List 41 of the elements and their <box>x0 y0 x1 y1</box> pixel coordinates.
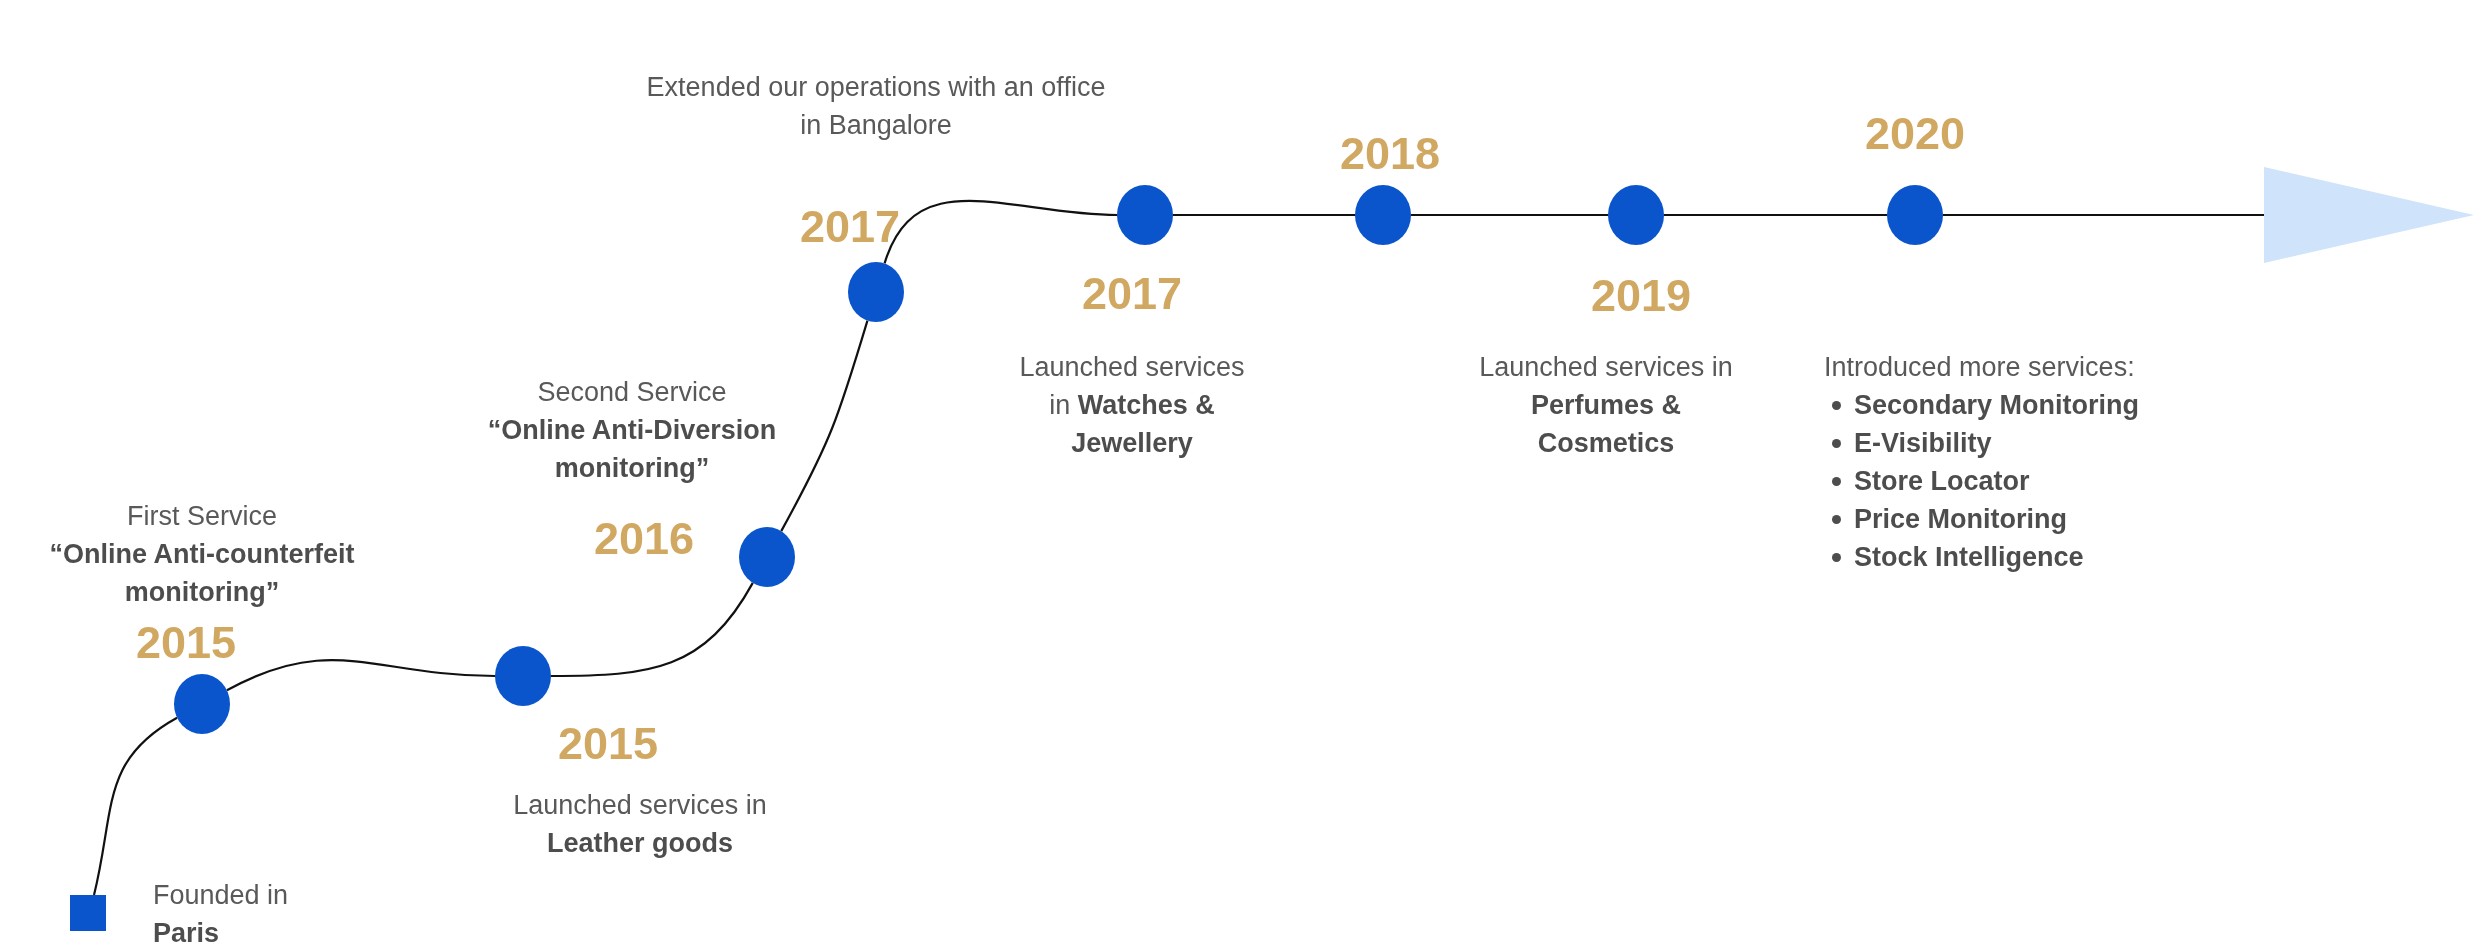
year-label: 2015 <box>556 720 660 768</box>
milestone-text: Extended our operations with an office in Bangalore <box>645 71 1107 142</box>
timeline-line <box>883 199 1118 264</box>
year-label: 2017 <box>1080 270 1184 318</box>
service-list-item: Price Monitoring <box>1854 503 2067 536</box>
milestone-dot <box>1117 185 1173 245</box>
milestone-dot <box>848 262 904 322</box>
timeline-line <box>1411 213 1608 217</box>
milestone-text: “Online Anti-Diversion monitoring” <box>486 414 778 485</box>
service-list-item: Secondary Monitoring <box>1854 389 2140 422</box>
timeline-arrow <box>1943 167 2474 263</box>
timeline-line <box>92 716 178 896</box>
service-list-item: Store Locator <box>1854 465 2030 498</box>
milestone-text: First Service <box>126 500 278 533</box>
year-label: 2015 <box>134 619 238 667</box>
timeline-line <box>551 582 754 678</box>
year-label: 2018 <box>1338 130 1442 178</box>
milestone-dot <box>174 674 230 734</box>
milestone-text: Introduced more services: <box>1824 351 2136 384</box>
milestone-text: Launched services in Leather goods <box>512 789 768 860</box>
milestone-text: Founded in Paris <box>153 879 290 946</box>
start-square <box>70 895 106 931</box>
service-list-item: Stock Intelligence <box>1854 541 2084 574</box>
timeline-line <box>1664 213 1887 217</box>
year-label: 2020 <box>1863 110 1967 158</box>
milestone-dot <box>1887 185 1943 245</box>
milestone-text: Launched services in Perfumes & Cosmetics <box>1478 351 1734 460</box>
milestone-dot <box>739 527 795 587</box>
timeline-line <box>226 659 496 692</box>
milestone-text: Second Service <box>536 376 728 409</box>
timeline-line <box>1173 213 1355 217</box>
milestone-dot <box>1608 185 1664 245</box>
year-label: 2017 <box>798 203 902 251</box>
milestone-text: Launched services in Watches & Jewellery <box>1018 351 1246 460</box>
service-list-item: E-Visibility <box>1854 427 1992 460</box>
milestone-text: “Online Anti-counterfeit monitoring” <box>48 538 356 609</box>
milestone-dot <box>1355 185 1411 245</box>
milestone-dot <box>495 646 551 706</box>
timeline-line <box>780 320 869 532</box>
year-label: 2019 <box>1589 272 1693 320</box>
year-label: 2016 <box>592 515 696 563</box>
